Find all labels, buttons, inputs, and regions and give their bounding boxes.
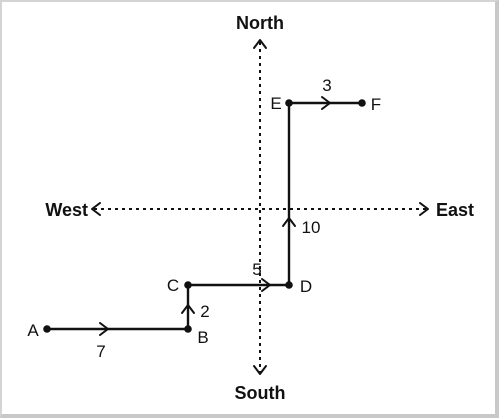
point-f-label: F: [371, 95, 381, 114]
point-f-dot: [358, 99, 366, 107]
arrow-d-e-icon: [282, 217, 296, 227]
arrow-c-d-icon: [261, 278, 271, 292]
point-a-label: A: [27, 321, 39, 340]
distance-e-f-label: 3: [322, 76, 331, 95]
north-arrowhead-icon: [253, 39, 267, 49]
point-e-label: E: [270, 94, 281, 113]
point-c-label: C: [167, 276, 179, 295]
distance-a-b-label: 7: [96, 342, 105, 361]
south-arrowhead-icon: [253, 365, 267, 375]
point-e-dot: [285, 99, 293, 107]
arrow-a-b-icon: [99, 322, 109, 336]
arrow-e-f-icon: [321, 96, 331, 110]
east-label: East: [436, 200, 474, 220]
point-d-label: D: [300, 277, 312, 296]
point-d-dot: [285, 281, 293, 289]
south-label: South: [235, 383, 286, 403]
east-arrowhead-icon: [419, 202, 429, 216]
west-label: West: [45, 200, 88, 220]
distance-d-e-label: 10: [302, 218, 321, 237]
point-c-dot: [184, 281, 192, 289]
point-b-label: B: [197, 328, 208, 347]
distance-b-c-label: 2: [200, 302, 209, 321]
point-a-dot: [43, 325, 51, 333]
distance-c-d-label: 5: [252, 260, 261, 279]
north-label: North: [236, 13, 284, 33]
arrow-b-c-icon: [181, 304, 195, 314]
point-b-dot: [184, 325, 192, 333]
west-arrowhead-icon: [91, 202, 101, 216]
